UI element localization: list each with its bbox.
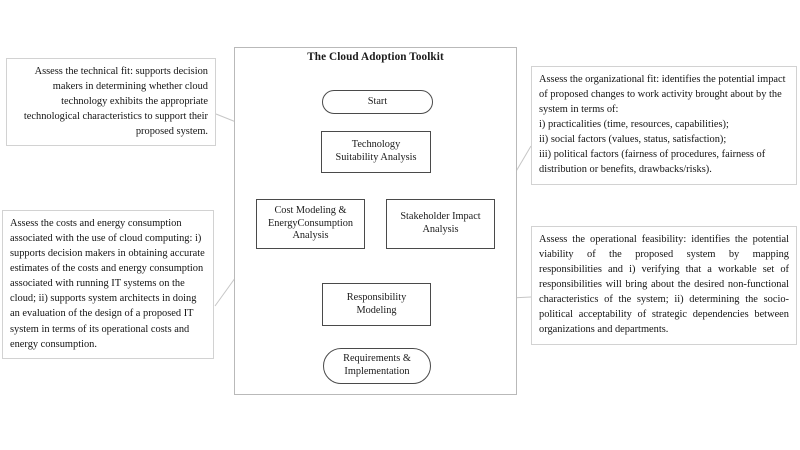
callout-operational-feasibility-text: Assess the operational feasibility: iden…	[539, 234, 789, 336]
node-stakeholder-impact-analysis[interactable]: Stakeholder Impact Analysis	[386, 199, 495, 249]
callout-organizational-item-ii: ii) social factors (values, status, sati…	[539, 134, 727, 146]
node-stakeholder-label: Stakeholder Impact Analysis	[400, 211, 481, 235]
node-cost-modeling-energy-consumption-analysis[interactable]: Cost Modeling & EnergyConsumption Analys…	[256, 199, 365, 249]
node-start[interactable]: Start	[322, 90, 433, 114]
callout-organizational-fit: Assess the organizational fit: identifie…	[531, 66, 797, 185]
callout-operational-feasibility: Assess the operational feasibility: iden…	[531, 226, 797, 345]
node-cost-label: Cost Modeling & EnergyConsumption Analys…	[267, 205, 354, 242]
node-requirements-implementation[interactable]: Requirements & Implementation	[323, 348, 431, 384]
node-technology-label: Technology Suitability Analysis	[335, 139, 417, 163]
toolkit-title: The Cloud Adoption Toolkit	[307, 51, 444, 63]
node-requirements-label: Requirements & Implementation	[343, 353, 411, 377]
node-responsibility-modeling[interactable]: Responsibility Modeling	[322, 283, 431, 326]
callout-organizational-intro: Assess the organizational fit: identifie…	[539, 74, 786, 116]
callout-technical-fit-text: Assess the technical fit: supports decis…	[23, 66, 208, 138]
callout-costs-energy: Assess the costs and energy consumption …	[2, 210, 214, 359]
node-technology-suitability-analysis[interactable]: Technology Suitability Analysis	[321, 131, 431, 173]
node-responsibility-label: Responsibility Modeling	[346, 291, 407, 316]
callout-organizational-item-iii: iii) political factors (fairness of proc…	[539, 149, 766, 176]
node-start-label: Start	[367, 95, 388, 107]
callout-costs-energy-text: Assess the costs and energy consumption …	[10, 218, 205, 350]
callout-technical-fit: Assess the technical fit: supports decis…	[6, 58, 216, 147]
callout-organizational-item-i: i) practicalities (time, resources, capa…	[539, 119, 729, 131]
